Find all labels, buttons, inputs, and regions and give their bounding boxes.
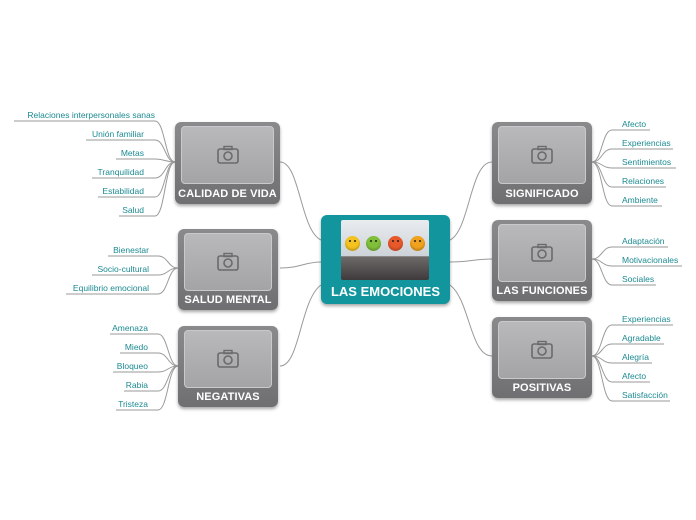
node-salud-mental[interactable]: SALUD MENTAL <box>178 229 278 310</box>
node-calidad-de-vida[interactable]: CALIDAD DE VIDA <box>175 122 280 204</box>
angry-face-icon <box>410 236 425 251</box>
central-title: LAS EMOCIONES <box>330 284 441 299</box>
leaf-item[interactable]: Miedo <box>124 342 148 352</box>
leaf-item[interactable]: Socio-cultural <box>97 264 150 274</box>
camera-icon <box>217 252 239 271</box>
leaf-item[interactable]: Motivacionales <box>622 255 679 265</box>
leaf-item[interactable]: Ambiente <box>622 195 658 205</box>
leaf-item[interactable]: Agradable <box>622 333 661 343</box>
leaf-item[interactable]: Metas <box>120 148 144 158</box>
leaf-item[interactable]: Equilibrio emocional <box>72 283 149 293</box>
photo-placeholder <box>498 126 586 184</box>
leaf-item[interactable]: Experiencias <box>622 138 671 148</box>
camera-icon <box>216 145 239 164</box>
leaf-item[interactable]: Adaptación <box>622 236 665 246</box>
node-positivas[interactable]: POSITIVAS <box>492 317 592 398</box>
leaf-item[interactable]: Rabia <box>125 380 148 390</box>
leaf-item[interactable]: Tranquilidad <box>97 167 144 177</box>
leaf-item[interactable]: Bloqueo <box>116 361 148 371</box>
leaf-item[interactable]: Afecto <box>622 371 647 381</box>
camera-icon <box>531 145 553 164</box>
leaf-item[interactable]: Satisfacción <box>622 390 668 400</box>
camera-icon <box>531 340 553 359</box>
leaf-item[interactable]: Tristeza <box>118 399 148 409</box>
camera-icon <box>531 243 553 262</box>
leaf-item[interactable]: Relaciones interpersonales sanas <box>27 110 155 120</box>
leaf-item[interactable]: Amenaza <box>112 323 148 333</box>
leaf-item[interactable]: Sentimientos <box>622 157 672 167</box>
leaf-item[interactable]: Salud <box>122 205 144 215</box>
camera-icon <box>217 349 239 368</box>
central-topic[interactable]: LAS EMOCIONES <box>321 215 450 304</box>
leaf-item[interactable]: Relaciones <box>622 176 665 186</box>
happy-face-icon <box>345 236 360 251</box>
photo-placeholder <box>184 233 272 291</box>
node-label: POSITIVAS <box>512 382 572 394</box>
node-label: SIGNIFICADO <box>505 188 579 200</box>
leaf-item[interactable]: Experiencias <box>622 314 671 324</box>
leaf-item[interactable]: Alegría <box>622 352 649 362</box>
node-label: CALIDAD DE VIDA <box>178 188 277 200</box>
node-las-funciones[interactable]: LAS FUNCIONES <box>492 220 592 301</box>
leaf-item[interactable]: Unión familiar <box>92 129 144 139</box>
photo-placeholder <box>184 330 272 388</box>
node-label: SALUD MENTAL <box>184 294 272 306</box>
leaf-item[interactable]: Afecto <box>622 119 647 129</box>
leaf-item[interactable]: Bienestar <box>113 245 149 255</box>
photo-placeholder <box>181 126 274 184</box>
node-significado[interactable]: SIGNIFICADO <box>492 122 592 204</box>
node-negativas[interactable]: NEGATIVAS <box>178 326 278 407</box>
sad-face-icon <box>388 236 403 251</box>
leaf-item[interactable]: Estabilidad <box>102 186 144 196</box>
photo-placeholder <box>498 224 586 282</box>
node-label: LAS FUNCIONES <box>496 285 588 297</box>
emotions-photo <box>341 220 429 280</box>
leaf-item[interactable]: Sociales <box>622 274 655 284</box>
photo-placeholder <box>498 321 586 379</box>
node-label: NEGATIVAS <box>196 391 260 403</box>
neutral-face-icon <box>366 236 381 251</box>
